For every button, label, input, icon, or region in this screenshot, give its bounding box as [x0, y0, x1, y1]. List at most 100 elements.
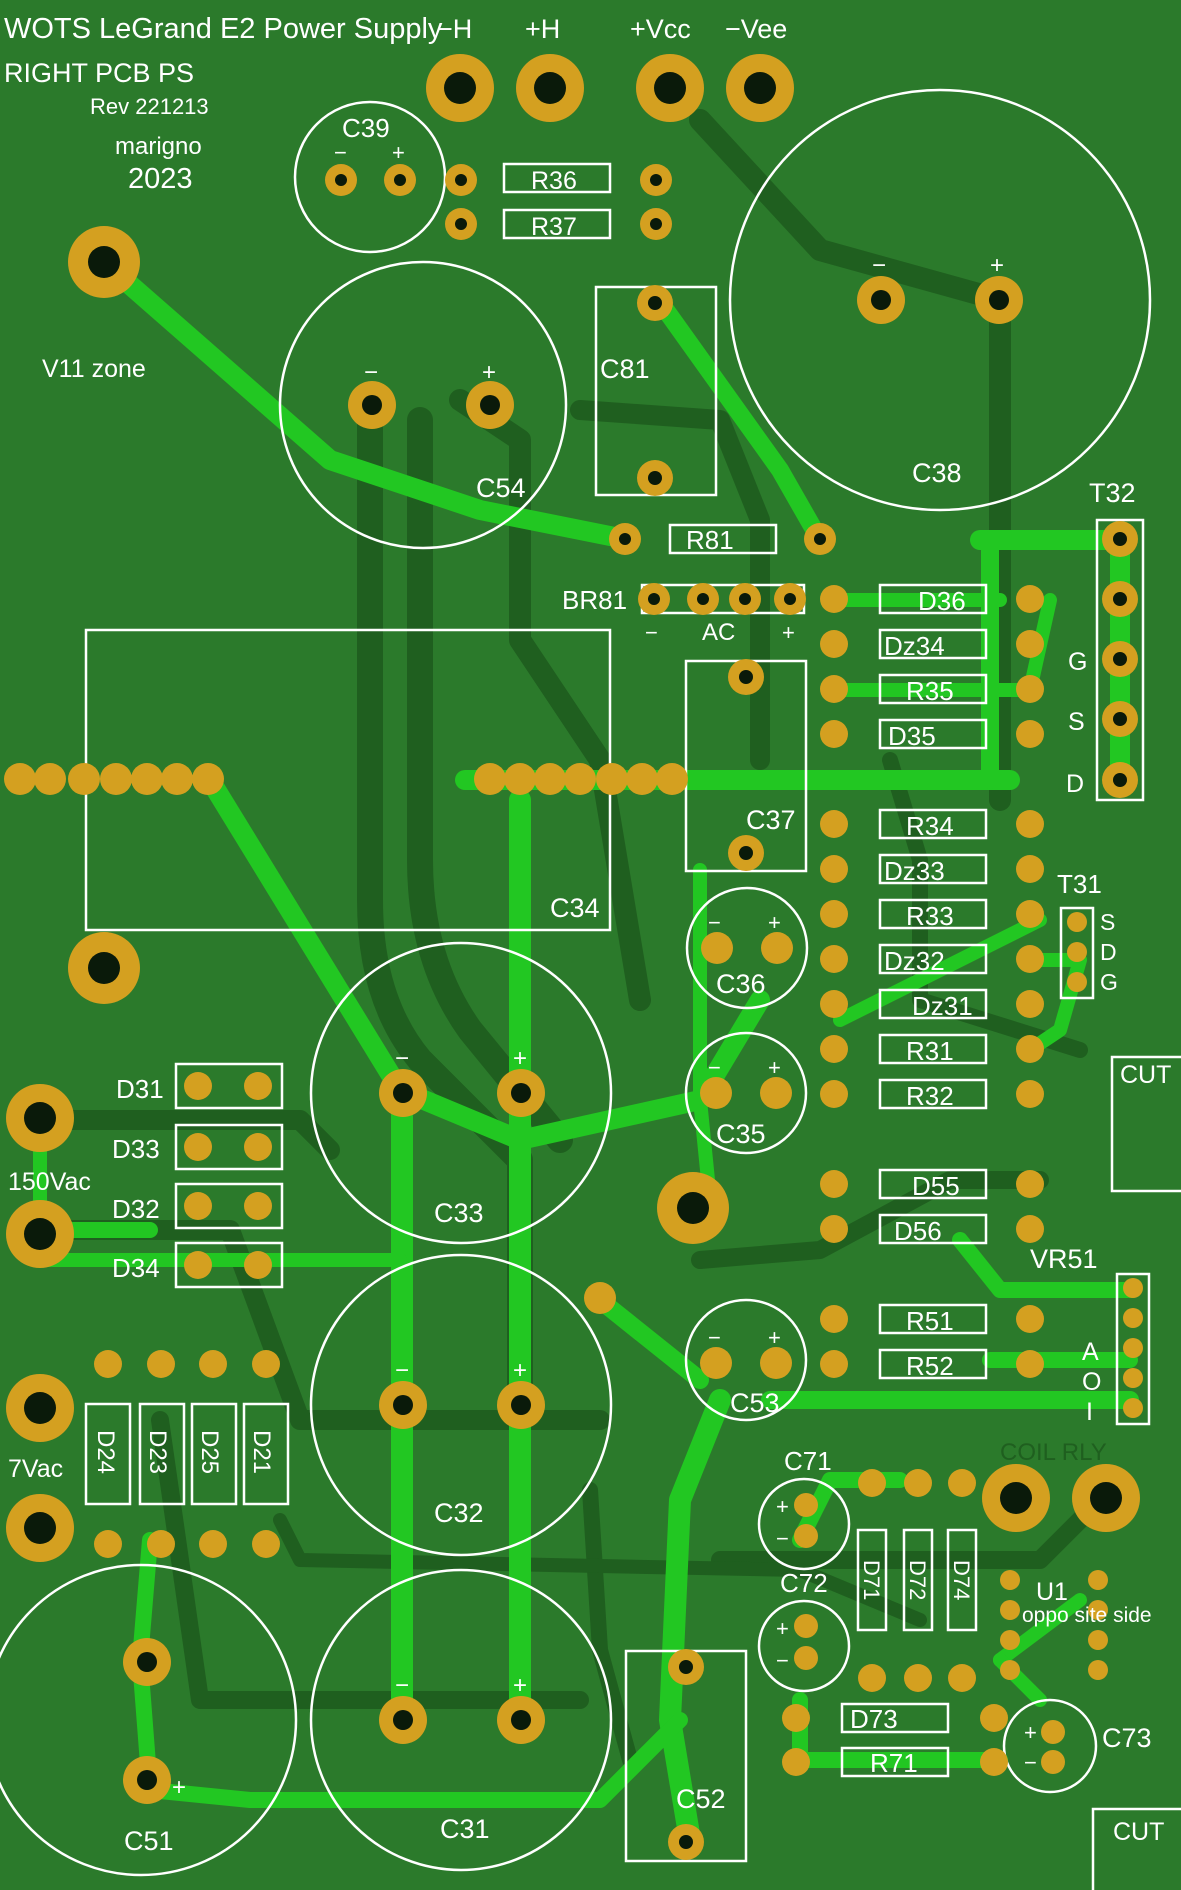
label-r34: R34 — [906, 811, 954, 841]
label-t32-d: D — [1066, 770, 1084, 798]
label-r37: R37 — [531, 213, 577, 241]
label-vr51: VR51 — [1030, 1244, 1098, 1274]
polarity-minus: − — [776, 1648, 789, 1673]
label-d31: D31 — [116, 1074, 164, 1104]
polarity-minus: − — [708, 910, 721, 935]
label-r33: R33 — [906, 901, 954, 931]
polarity-minus: − — [708, 1055, 721, 1080]
label-u1: U1 — [1036, 1578, 1068, 1606]
label-d71: D71 — [859, 1560, 884, 1600]
polarity-plus: + — [513, 1672, 527, 1699]
polarity-minus: − — [334, 140, 347, 165]
label-c72: C72 — [780, 1568, 828, 1598]
polarity-plus: + — [768, 1325, 781, 1350]
label-d25: D25 — [196, 1430, 223, 1474]
label-d23: D23 — [144, 1430, 171, 1474]
label-c35: C35 — [716, 1119, 766, 1149]
polarity-minus: − — [872, 252, 886, 279]
label-r36: R36 — [531, 167, 577, 195]
label-t31-s: S — [1100, 909, 1115, 935]
label-c71: C71 — [784, 1446, 832, 1476]
label-t31-d: D — [1100, 939, 1117, 965]
polarity-plus: + — [482, 359, 496, 386]
terminal-minus-vee: −Vee — [725, 14, 787, 44]
label-t32-g: G — [1068, 648, 1087, 676]
label-d21: D21 — [248, 1430, 275, 1474]
polarity-minus: − — [395, 1672, 409, 1699]
label-u1-note: oppo site side — [1022, 1604, 1152, 1627]
large-pads — [6, 54, 1140, 1562]
polarity-minus: − — [776, 1526, 789, 1551]
terminal-plus-vcc: +Vcc — [630, 14, 691, 44]
label-c36: C36 — [716, 969, 766, 999]
label-t31-g: G — [1100, 969, 1118, 995]
polarity-plus: + — [1024, 1720, 1037, 1745]
label-c51: C51 — [124, 1826, 174, 1856]
label-dz34: Dz34 — [884, 631, 945, 661]
board-subtitle: RIGHT PCB PS — [4, 58, 194, 88]
polarity-plus: + — [172, 1774, 186, 1801]
revision-label: Rev 221213 — [90, 94, 209, 119]
label-d36: D36 — [918, 586, 966, 616]
label-d74: D74 — [949, 1560, 974, 1600]
label-d73: D73 — [850, 1704, 898, 1734]
cut-label-2: CUT — [1113, 1818, 1164, 1846]
label-dz32: Dz32 — [884, 946, 945, 976]
polarity-plus: + — [776, 1616, 789, 1641]
label-r52: R52 — [906, 1351, 954, 1381]
terminal-minus-h: −H — [437, 14, 472, 44]
small-pads — [4, 164, 1143, 1860]
polarity-minus: − — [395, 1357, 409, 1384]
label-c34: C34 — [550, 893, 600, 923]
label-r32: R32 — [906, 1081, 954, 1111]
label-d24: D24 — [92, 1430, 119, 1474]
label-c33: C33 — [434, 1198, 484, 1228]
coil-rly-label: COIL RLY — [1000, 1439, 1107, 1466]
label-t32-s: S — [1068, 708, 1085, 736]
polarity-plus: + — [513, 1357, 527, 1384]
polarity-plus: + — [768, 1055, 781, 1080]
label-c52: C52 — [676, 1784, 726, 1814]
label-c31: C31 — [440, 1814, 490, 1844]
polarity-plus: + — [513, 1045, 527, 1072]
label-c73: C73 — [1102, 1723, 1152, 1753]
vac7-label: 7Vac — [8, 1455, 63, 1483]
polarity-plus: + — [392, 140, 405, 165]
label-r51: R51 — [906, 1306, 954, 1336]
label-d33: D33 — [112, 1134, 160, 1164]
polarity-minus: − — [645, 620, 658, 645]
label-vr51-o: O — [1082, 1368, 1101, 1396]
label-t32: T32 — [1089, 478, 1136, 508]
polarity-plus: + — [768, 910, 781, 935]
label-c38: C38 — [912, 458, 962, 488]
label-d35: D35 — [888, 721, 936, 751]
polarity-minus: − — [1024, 1750, 1037, 1775]
terminal-plus-h: +H — [525, 14, 560, 44]
label-d32: D32 — [112, 1194, 160, 1224]
labels: WOTS LeGrand E2 Power Supply RIGHT PCB P… — [4, 13, 1171, 1856]
author-label: marigno — [115, 133, 202, 160]
label-dz33: Dz33 — [884, 856, 945, 886]
polarity-plus: + — [990, 252, 1004, 279]
v11-zone-label: V11 zone — [42, 355, 146, 383]
polarity-minus: − — [364, 359, 378, 386]
label-dz31: Dz31 — [912, 991, 973, 1021]
label-c37: C37 — [746, 805, 796, 835]
label-vr51-i: I — [1086, 1398, 1093, 1426]
label-d34: D34 — [112, 1253, 160, 1283]
label-r31: R31 — [906, 1036, 954, 1066]
year-label: 2023 — [128, 163, 193, 195]
label-c39: C39 — [342, 113, 390, 143]
polarity-minus: − — [708, 1325, 721, 1350]
label-c54: C54 — [476, 473, 526, 503]
polarity-plus: + — [782, 620, 795, 645]
label-r81: R81 — [686, 525, 734, 555]
label-br81: BR81 — [562, 585, 627, 615]
label-d55: D55 — [912, 1171, 960, 1201]
label-r35: R35 — [906, 676, 954, 706]
label-ac: AC — [702, 619, 735, 646]
label-r71: R71 — [870, 1748, 918, 1778]
label-c32: C32 — [434, 1498, 484, 1528]
label-t31: T31 — [1057, 869, 1102, 899]
